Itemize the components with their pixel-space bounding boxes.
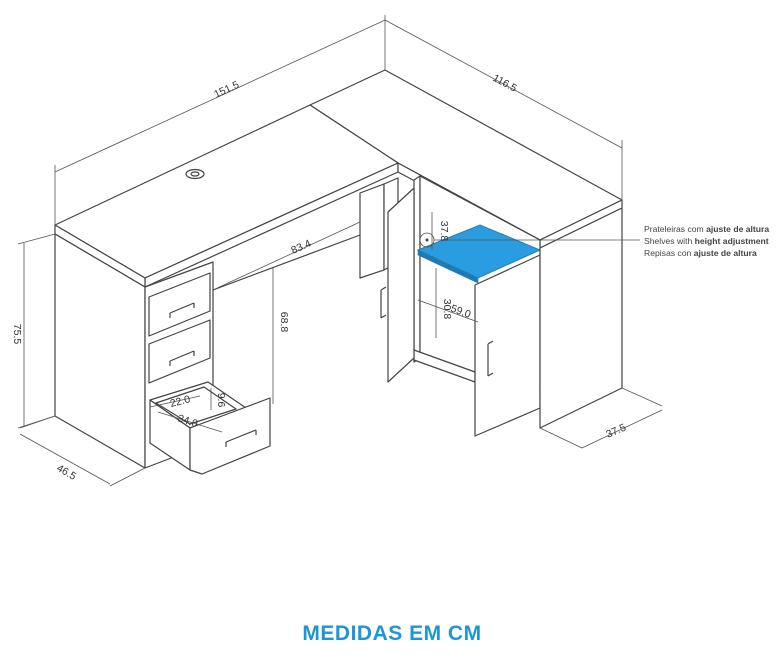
cabinet-open-door (387, 187, 415, 383)
dim-depth-right: 37.5 (604, 421, 628, 440)
door-handle-icon (487, 340, 494, 377)
dim-width-right: 116.5 (491, 72, 519, 95)
dim-knee-height: 68.8 (278, 312, 290, 333)
dim-drawer-height: 9.6 (215, 393, 227, 408)
cable-grommet-icon (185, 168, 205, 180)
dim-height: 75.5 (11, 324, 23, 345)
dim-shelf-upper: 37.8 (438, 221, 450, 242)
drawer-handle-icon (169, 302, 195, 318)
callout-pt: Prateleiras com ajuste de altura (644, 224, 769, 234)
cabinet-left-side (413, 175, 421, 363)
dim-drawer-width: 22.0 (169, 393, 192, 410)
open-drawer-front (189, 397, 271, 475)
dim-shelf-lower: 30.8 (441, 299, 453, 320)
drawer-top (148, 272, 211, 337)
dim-width-left: 151.5 (212, 79, 241, 101)
door-handle-icon (380, 286, 387, 319)
dimension-lines (17, 15, 663, 487)
drawer-handle-icon (169, 350, 195, 366)
footer-units-label: MEDIDAS EM CM (302, 622, 482, 645)
drawer-handle-icon (225, 429, 257, 447)
callout-en: Shelves with height adjustment (644, 236, 769, 246)
drawer-middle (148, 319, 211, 384)
cabinet-closed-door (474, 254, 541, 437)
callout-es: Repisas con ajuste de altura (644, 248, 757, 258)
dim-depth-left: 46.5 (55, 462, 79, 483)
back-leg (359, 183, 385, 279)
